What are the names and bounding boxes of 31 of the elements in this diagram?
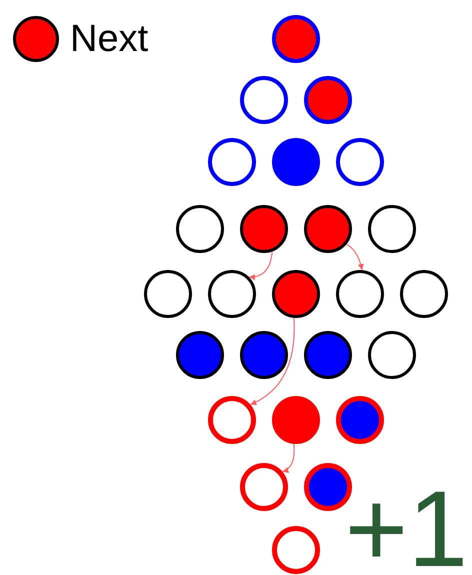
circle-marker	[400, 270, 448, 318]
arrow	[248, 251, 273, 280]
circle-marker	[272, 15, 320, 63]
arrow	[250, 317, 295, 406]
circle-marker	[336, 270, 384, 318]
circle-marker	[272, 270, 320, 318]
circle-marker	[336, 396, 384, 444]
circle-marker	[208, 396, 256, 444]
circle-marker	[304, 76, 352, 124]
circle-marker	[240, 463, 288, 511]
circle-marker	[272, 396, 320, 444]
circle-marker	[304, 463, 352, 511]
legend-label: Next	[70, 17, 148, 61]
circle-marker	[240, 205, 288, 253]
circle-marker	[176, 205, 224, 253]
score-label: +1	[344, 469, 468, 575]
circle-marker	[240, 331, 288, 379]
circle-marker	[240, 76, 288, 124]
circle-marker	[208, 270, 256, 318]
circle-marker	[336, 138, 384, 186]
circle-marker	[144, 270, 192, 318]
arrow	[346, 244, 364, 271]
arrow	[282, 443, 295, 472]
circle-marker	[368, 205, 416, 253]
circle-marker	[272, 138, 320, 186]
circle-marker	[176, 331, 224, 379]
circle-marker	[272, 526, 320, 574]
circle-marker	[368, 331, 416, 379]
circle-marker	[304, 331, 352, 379]
circle-marker	[208, 138, 256, 186]
circle-marker	[304, 205, 352, 253]
